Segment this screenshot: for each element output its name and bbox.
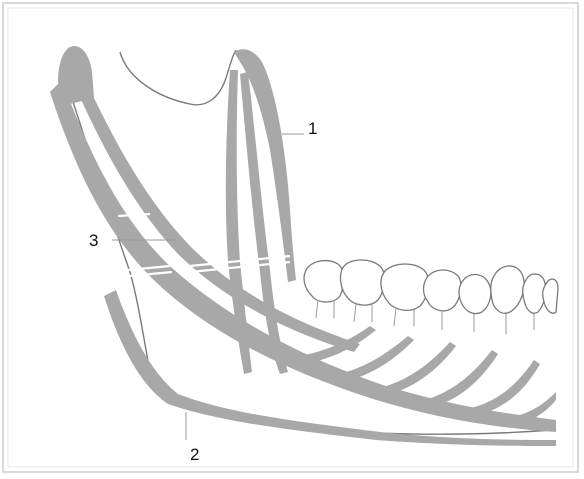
body-ray-5 bbox=[462, 360, 540, 418]
sigmoid-notch-outline bbox=[120, 50, 236, 105]
trajectory-bands bbox=[50, 46, 556, 446]
teeth-row bbox=[304, 260, 558, 314]
tooth-molar-1 bbox=[381, 264, 428, 310]
body-ray-4 bbox=[416, 350, 498, 410]
callout-label-3: 3 bbox=[89, 232, 98, 249]
tooth-premolar-2 bbox=[424, 270, 461, 311]
band-3 bbox=[50, 80, 556, 432]
tooth-premolar-1 bbox=[459, 275, 491, 314]
roots-molar-2 bbox=[354, 304, 372, 322]
tooth-canine bbox=[491, 266, 524, 313]
callout-label-1: 1 bbox=[308, 120, 317, 137]
roots-molar-3 bbox=[316, 300, 334, 318]
callout-label-2: 2 bbox=[190, 446, 199, 463]
tooth-molar-2 bbox=[341, 260, 385, 305]
tooth-molar-3 bbox=[304, 261, 344, 302]
body-ray-3 bbox=[370, 342, 456, 398]
